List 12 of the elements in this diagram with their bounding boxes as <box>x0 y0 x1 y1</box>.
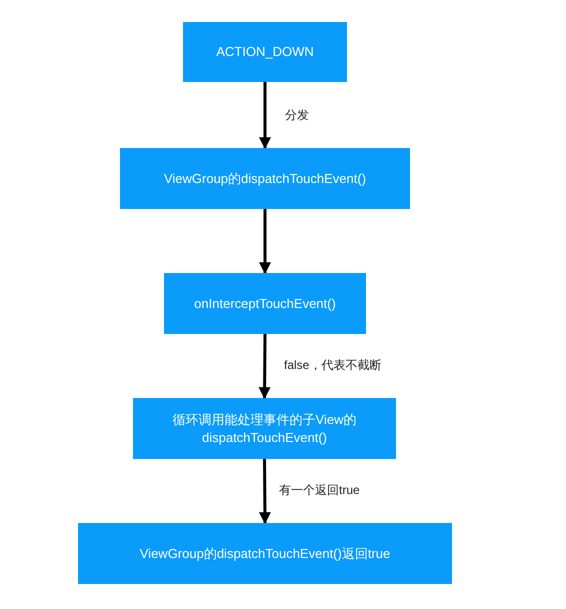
edge-label: 分发 <box>285 107 309 123</box>
arrow <box>258 458 271 524</box>
process-box: ViewGroup的dispatchTouchEvent() <box>120 148 410 209</box>
edge-label: 有一个返回true <box>279 482 360 498</box>
process-box: ViewGroup的dispatchTouchEvent()返回true <box>78 523 452 584</box>
arrow <box>259 209 271 274</box>
arrow <box>259 82 271 150</box>
process-box: ACTION_DOWN <box>183 22 347 82</box>
process-box: 循环调用能处理事件的子View的 dispatchTouchEvent() <box>133 398 396 459</box>
process-box: onInterceptTouchEvent() <box>164 273 366 334</box>
edge-label: false，代表不截断 <box>284 357 382 373</box>
arrow <box>258 334 271 400</box>
